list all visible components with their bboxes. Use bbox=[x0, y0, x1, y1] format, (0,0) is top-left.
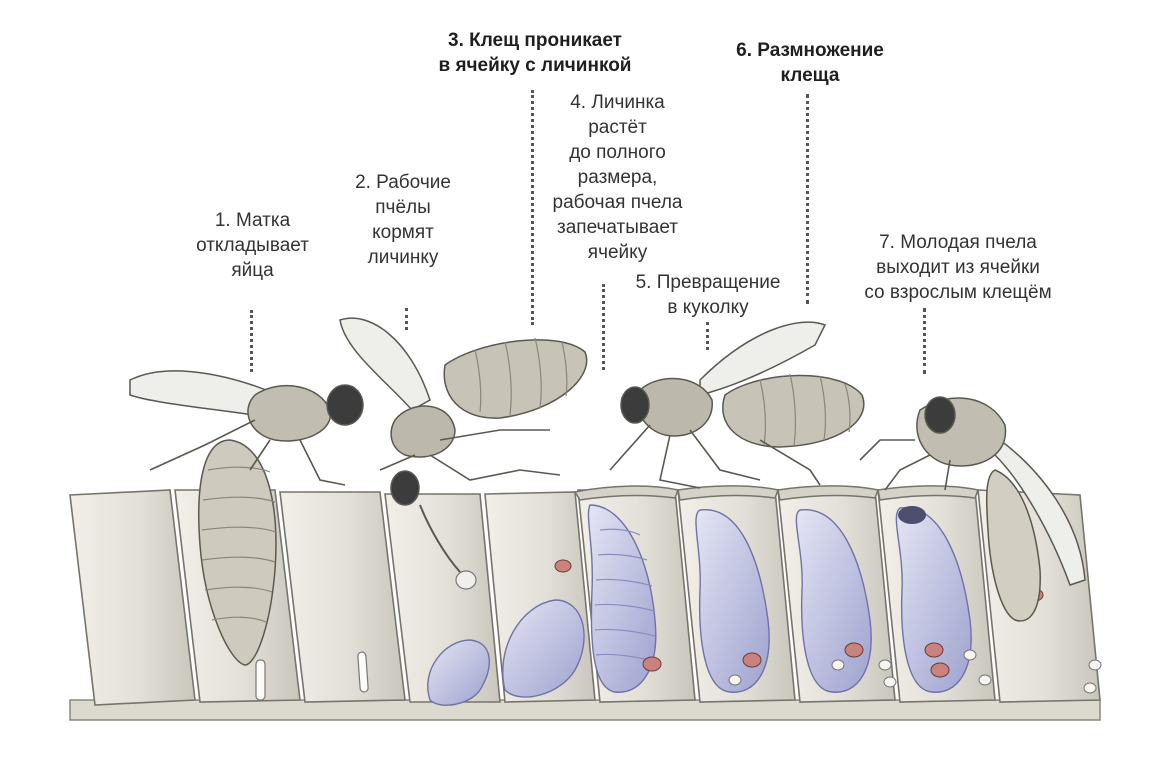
mite bbox=[844, 642, 864, 658]
cell-1 bbox=[69, 489, 196, 706]
label-step-4: 4. Личинка растёт до полного размера, ра… bbox=[552, 92, 683, 263]
cell-caps bbox=[573, 485, 980, 501]
queen-bee bbox=[129, 370, 364, 666]
pupa-eyes bbox=[898, 506, 926, 524]
larva-small bbox=[427, 639, 490, 706]
young-bee-emerging bbox=[916, 396, 1086, 622]
worker-wing bbox=[339, 317, 431, 411]
leader-line-step-1 bbox=[250, 310, 253, 372]
worker-bee-capping bbox=[620, 321, 865, 448]
young-bee-eye bbox=[924, 396, 956, 434]
label-step-6: 6. Размножение клеща bbox=[736, 40, 884, 86]
comb-base bbox=[69, 699, 1101, 721]
worker-abdomen bbox=[443, 339, 588, 419]
pupae bbox=[695, 507, 972, 693]
leader-line-step-5 bbox=[602, 284, 605, 370]
young-mites bbox=[728, 649, 1102, 694]
egg-1 bbox=[255, 659, 266, 701]
label-step-7: 7. Молодая пчела выходит из ячейки со вз… bbox=[864, 232, 1052, 303]
worker-eye bbox=[620, 386, 650, 424]
worker-eye bbox=[390, 470, 420, 506]
larva-medium bbox=[502, 599, 585, 698]
leader-line-step-3 bbox=[531, 90, 534, 325]
worker-thorax bbox=[390, 405, 456, 458]
leader-line-step-2 bbox=[405, 308, 408, 330]
cell-3 bbox=[279, 491, 406, 703]
queen-abdomen bbox=[198, 439, 277, 666]
mite bbox=[742, 652, 762, 668]
egg-2 bbox=[357, 651, 369, 693]
label-step-3: 3. Клещ проникает в ячейку с личинкой bbox=[438, 30, 632, 76]
label-step-1: 1. Матка откладывает яйца bbox=[196, 210, 309, 281]
mite bbox=[642, 656, 662, 672]
pupa-3 bbox=[895, 507, 972, 693]
larvae bbox=[427, 504, 657, 706]
leader-line-step-6 bbox=[806, 94, 809, 304]
pupa-1 bbox=[695, 509, 770, 693]
label-step-2: 2. Рабочие пчёлы кормят личинку bbox=[355, 172, 451, 268]
royal-jelly-drop bbox=[455, 570, 477, 590]
larva-large bbox=[587, 504, 657, 693]
mite bbox=[554, 559, 572, 573]
leader-line-step-5b bbox=[706, 322, 709, 350]
queen-eye bbox=[326, 384, 364, 426]
leader-line-step-7 bbox=[923, 308, 926, 374]
eggs bbox=[255, 651, 369, 701]
mite bbox=[924, 642, 944, 658]
mite bbox=[930, 662, 950, 678]
label-step-5: 5. Превращение в куколку bbox=[635, 272, 781, 318]
queen-thorax bbox=[247, 384, 332, 442]
worker-bee-feeding bbox=[339, 317, 588, 506]
